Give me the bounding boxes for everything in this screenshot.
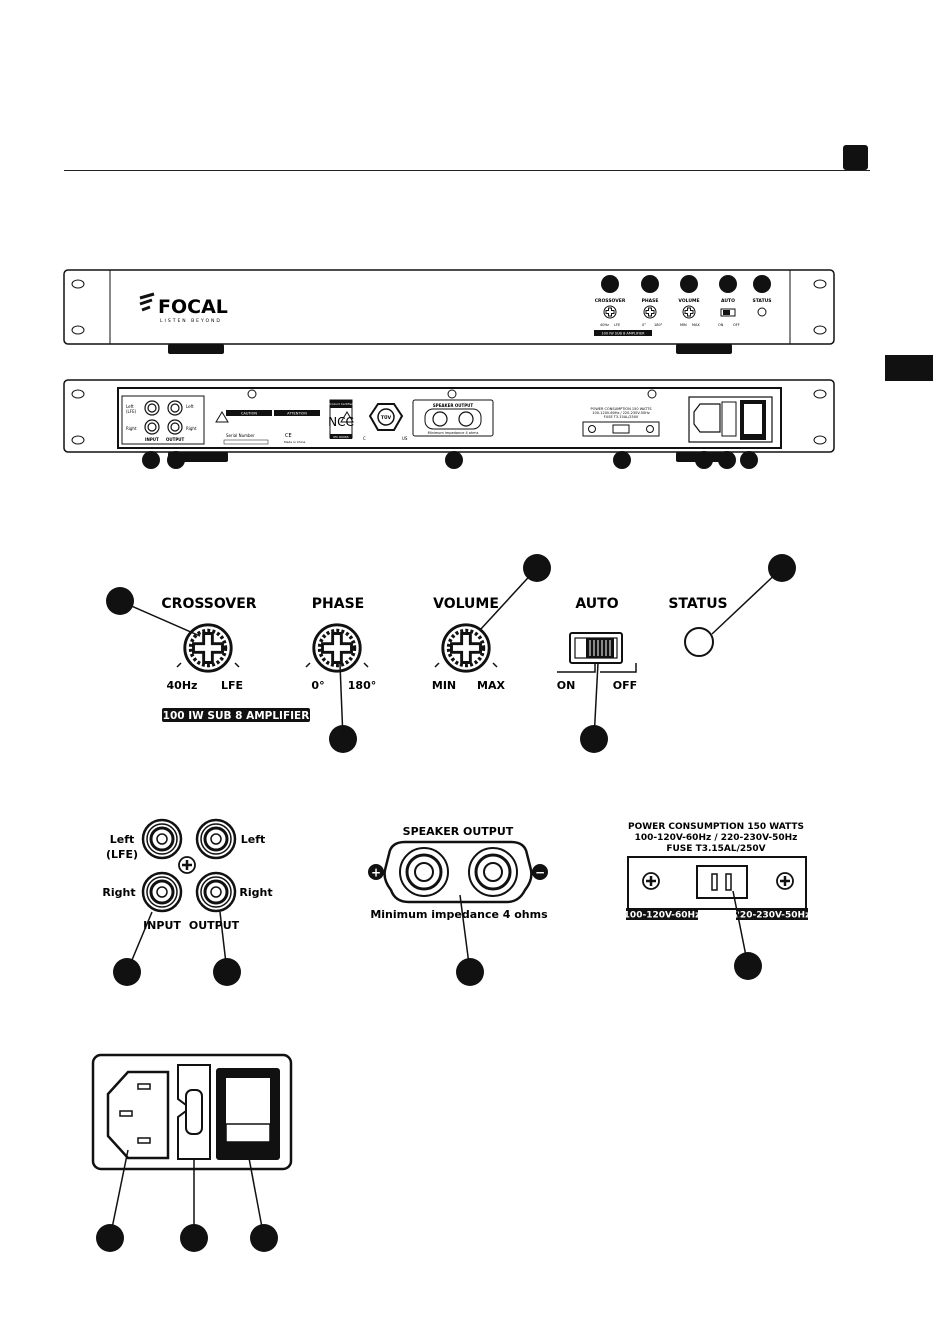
svg-text:Left: Left	[126, 404, 134, 409]
svg-text:ON: ON	[718, 323, 724, 327]
svg-text:−: −	[535, 866, 545, 880]
svg-text:Right: Right	[102, 886, 135, 899]
svg-text:LFE: LFE	[221, 679, 243, 692]
svg-text:OFF: OFF	[733, 323, 740, 327]
svg-text:Minimum impedance 4 ohms: Minimum impedance 4 ohms	[370, 908, 548, 921]
svg-text:Right: Right	[126, 426, 137, 431]
svg-text:Left: Left	[110, 833, 135, 846]
phase-label: PHASE	[312, 596, 364, 612]
svg-text:STATUS: STATUS	[752, 298, 771, 304]
svg-text:MAX: MAX	[692, 323, 700, 327]
svg-text:FUSE T3.15AL/250V: FUSE T3.15AL/250V	[666, 844, 765, 854]
svg-text:ATTENTION: ATTENTION	[287, 412, 307, 416]
volume-label: VOLUME	[433, 596, 499, 612]
svg-text:US: US	[402, 436, 408, 441]
svg-text:IEC 60065: IEC 60065	[333, 435, 348, 439]
svg-text:CE: CE	[285, 433, 292, 439]
rca-detail: Left (LFE) Right Left Right INPUT OUTPUT	[102, 818, 273, 986]
svg-text:0°: 0°	[642, 323, 646, 327]
voltage-selector-detail: POWER CONSUMPTION 150 WATTS 100-120V-60H…	[624, 822, 811, 980]
callout-dot	[680, 275, 698, 293]
auto-switch	[569, 632, 623, 664]
svg-text:Product Certified: Product Certified	[328, 402, 353, 406]
svg-text:Right: Right	[186, 426, 197, 431]
plus-terminal-icon	[368, 864, 384, 880]
svg-text:Left: Left	[186, 404, 194, 409]
svg-text:INPUT: INPUT	[143, 919, 181, 932]
svg-text:Minimum impedance 4 ohms: Minimum impedance 4 ohms	[428, 431, 479, 435]
svg-text:POWER CONSUMPTION 150 WATTS: POWER CONSUMPTION 150 WATTS	[590, 407, 652, 411]
svg-text:0°: 0°	[311, 679, 324, 692]
svg-text:100-120V-60Hz: 100-120V-60Hz	[624, 911, 701, 921]
callout-dot	[601, 275, 619, 293]
front-panel: FOCAL LISTEN BEYOND CROSSOVER PHASE VOLU…	[63, 269, 835, 354]
crossover-label: CROSSOVER	[161, 596, 256, 612]
section-marker	[843, 145, 868, 170]
svg-text:Right: Right	[239, 886, 272, 899]
svg-text:100 IW SUB 8 AMPLIFIER: 100 IW SUB 8 AMPLIFIER	[601, 332, 645, 336]
svg-text:VOLUME: VOLUME	[678, 298, 699, 304]
svg-text:100-120V-60Hz / 220-230V-50Hz: 100-120V-60Hz / 220-230V-50Hz	[592, 411, 650, 415]
svg-text:+: +	[371, 866, 381, 880]
svg-text:C: C	[363, 436, 366, 441]
callout-dot	[719, 275, 737, 293]
svg-text:AUTO: AUTO	[721, 298, 735, 304]
brand-name: FOCAL	[158, 296, 228, 318]
callout-dot	[753, 275, 771, 293]
svg-text:ON: ON	[557, 679, 576, 692]
brand-tagline: LISTEN BEYOND	[160, 318, 222, 324]
svg-text:(LFE): (LFE)	[126, 409, 137, 414]
rear-panel: Left (LFE) Right Left Right INPUT OUTPUT…	[63, 379, 835, 469]
svg-text:CAUTION: CAUTION	[241, 412, 257, 416]
svg-text:PHASE: PHASE	[642, 298, 659, 304]
svg-text:SPEAKER OUTPUT: SPEAKER OUTPUT	[403, 825, 514, 838]
svg-text:MIN: MIN	[432, 679, 456, 692]
svg-text:POWER CONSUMPTION 150 WATTS: POWER CONSUMPTION 150 WATTS	[628, 822, 804, 832]
svg-text:INPUT: INPUT	[145, 437, 159, 442]
callout-dot	[641, 275, 659, 293]
svg-text:40Hz: 40Hz	[600, 323, 609, 327]
svg-text:40Hz: 40Hz	[167, 679, 198, 692]
svg-text:Serial Number: Serial Number	[226, 433, 255, 438]
svg-text:LFE: LFE	[614, 323, 620, 327]
svg-text:(LFE): (LFE)	[106, 848, 138, 861]
auto-label: AUTO	[575, 596, 618, 612]
status-led	[684, 627, 714, 657]
power-inlet-detail	[91, 1053, 293, 1252]
svg-text:100-120V-60Hz / 220-230V-50Hz: 100-120V-60Hz / 220-230V-50Hz	[635, 833, 798, 843]
svg-text:220-230V-50Hz: 220-230V-50Hz	[734, 911, 811, 921]
side-tab	[885, 355, 933, 381]
speaker-output-detail: SPEAKER OUTPUT + − Minimum impedance 4 o…	[368, 825, 548, 986]
svg-text:TÜV: TÜV	[381, 414, 392, 421]
svg-text:180°: 180°	[654, 323, 663, 327]
focal-logo-icon	[139, 292, 155, 312]
svg-text:Made in China: Made in China	[284, 440, 306, 444]
front-controls-detail: CROSSOVER PHASE VOLUME AUTO STATUS 40Hz …	[106, 554, 796, 753]
svg-text:MIN: MIN	[680, 323, 687, 327]
svg-text:180°: 180°	[348, 679, 376, 692]
svg-text:OFF: OFF	[613, 679, 637, 692]
model-badge	[162, 708, 310, 722]
svg-text:OUTPUT: OUTPUT	[166, 437, 185, 442]
svg-text:SPEAKER OUTPUT: SPEAKER OUTPUT	[433, 403, 474, 408]
svg-text:100 IW SUB 8 AMPLIFIER: 100 IW SUB 8 AMPLIFIER	[163, 710, 310, 722]
svg-text:Left: Left	[241, 833, 266, 846]
svg-text:FUSE T3.15AL/250V: FUSE T3.15AL/250V	[604, 415, 639, 419]
minus-terminal-icon	[532, 864, 548, 880]
svg-text:CROSSOVER: CROSSOVER	[595, 298, 626, 304]
volume-knob	[440, 622, 492, 674]
svg-text:OUTPUT: OUTPUT	[189, 919, 240, 932]
phase-knob	[311, 622, 363, 674]
svg-text:NCC: NCC	[328, 415, 354, 429]
header-rule	[64, 170, 870, 171]
status-label: STATUS	[668, 596, 727, 612]
svg-text:MAX: MAX	[477, 679, 505, 692]
